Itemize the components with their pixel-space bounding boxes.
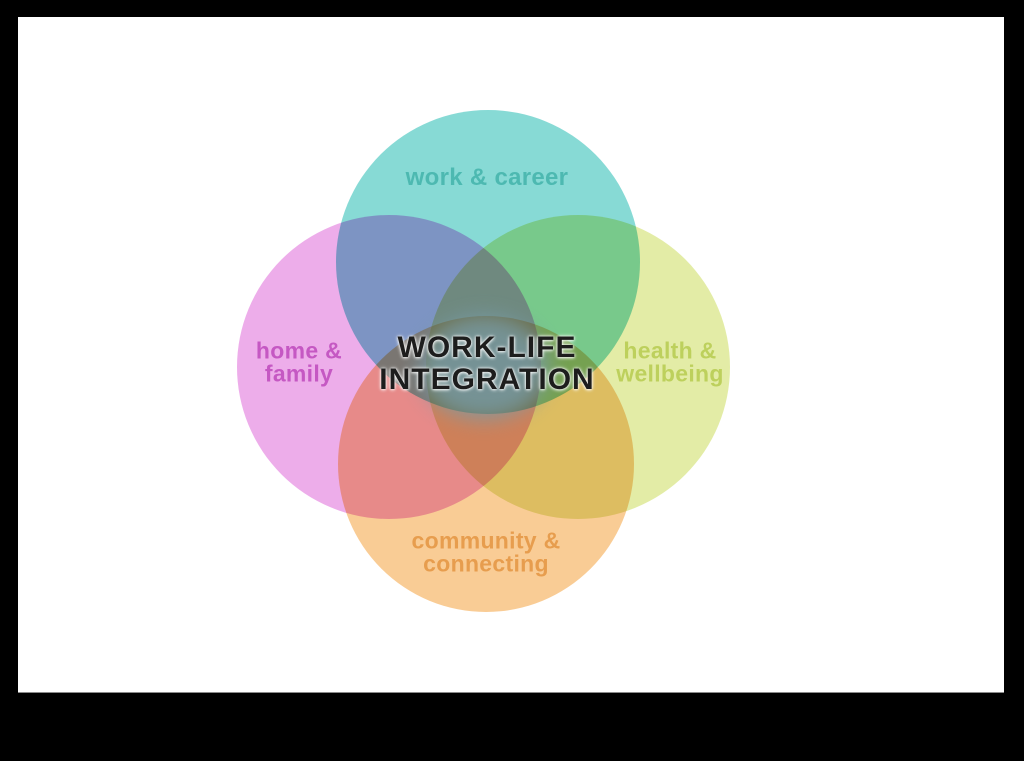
label-line: health & — [623, 337, 717, 364]
label-health-wellbeing: health & wellbeing — [616, 337, 724, 387]
label-line: wellbeing — [616, 361, 724, 387]
label-line: work & career — [405, 163, 569, 191]
label-line: connecting — [423, 551, 549, 577]
center-overlap-tint — [419, 315, 549, 419]
label-work-career: work & career — [405, 163, 569, 191]
diagram-canvas: work & career home & family health & wel… — [18, 17, 1004, 693]
label-line: home & — [255, 337, 343, 364]
label-home-family: home & family — [255, 337, 343, 387]
center-title-line1: WORK-LIFE — [397, 330, 577, 364]
center-title: WORK-LIFE INTEGRATION — [379, 330, 595, 396]
label-line: community & — [411, 527, 561, 554]
label-line: family — [264, 361, 334, 387]
label-community-connecting: community & connecting — [411, 527, 561, 577]
center-title-line2: INTEGRATION — [379, 363, 595, 396]
